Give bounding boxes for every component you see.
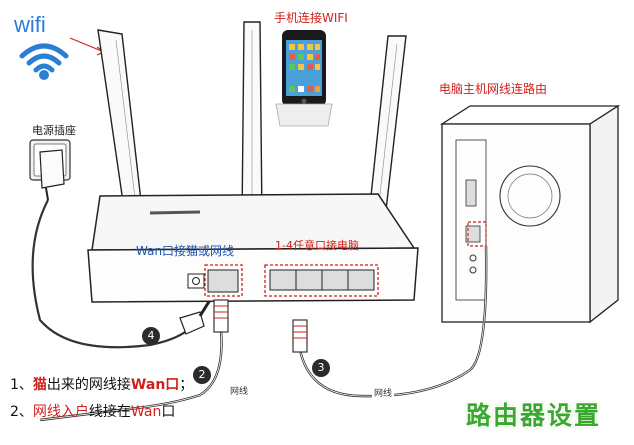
note-highlight: Wan口 — [130, 377, 180, 393]
note-text: 出来的网线接 — [46, 377, 131, 393]
wifi-icon — [19, 43, 69, 80]
router-icon — [87, 193, 419, 303]
pc-caption: 电脑主机网线连路由 — [439, 82, 548, 96]
note-suffix: 口 — [161, 404, 176, 420]
ethernet-plug-icon — [292, 319, 308, 353]
wifi-arrow-icon — [69, 37, 105, 53]
cable-tag: 网线 — [372, 389, 395, 399]
power-adapter-icon — [39, 149, 65, 201]
power-caption: 电源插座 — [32, 124, 76, 137]
phone-icon — [275, 30, 333, 127]
phone-caption: 手机连接WIFI — [274, 11, 348, 25]
instruction-line-1: 1、猫出来的网线接Wan口； — [10, 378, 193, 392]
cable-tag: 网线 — [228, 387, 251, 397]
lan-ports-highlight — [264, 264, 379, 297]
note-prefix: 2、 — [10, 404, 33, 420]
step-marker-4: 4 — [142, 327, 160, 345]
power-plug-icon — [179, 299, 212, 335]
note-suffix: ； — [179, 377, 194, 393]
wan-port-highlight — [204, 264, 243, 297]
power-cable — [31, 199, 189, 349]
wan-caption: Wan口接猫或网线 — [136, 244, 235, 258]
lan-caption: 1-4任意口接电脑 — [275, 239, 359, 252]
ethernet-plug-icon — [213, 299, 229, 333]
instruction-line-2: 2、网线入户线接在Wan口 — [10, 405, 175, 419]
note-highlight: 网线入户 — [32, 404, 89, 420]
antenna-middle — [241, 21, 263, 221]
note-text: 线接在 — [88, 404, 131, 420]
brand-watermark: 路由器设置 — [466, 401, 602, 430]
note-prefix: 1、 — [10, 377, 33, 393]
step-marker-2: 2 — [193, 366, 211, 384]
note-highlight: Wan — [130, 404, 162, 420]
wifi-label: wifi — [14, 12, 46, 37]
note-highlight: 猫 — [32, 377, 47, 393]
step-marker-3: 3 — [312, 359, 330, 377]
pc-tower-icon — [439, 104, 621, 324]
